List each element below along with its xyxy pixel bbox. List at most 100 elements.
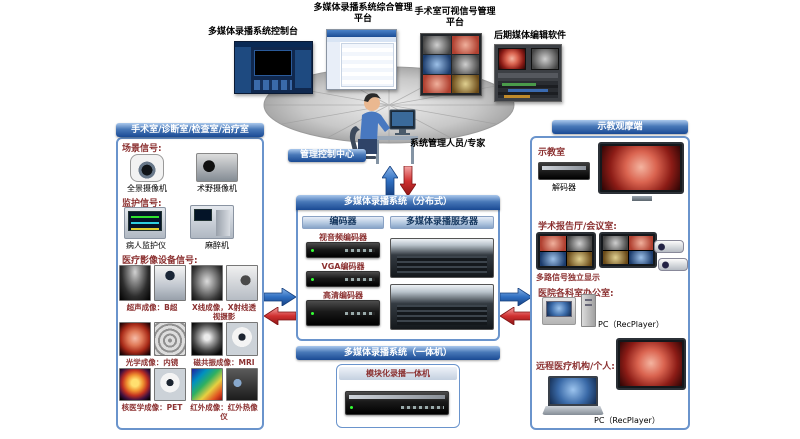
- allinone-box: 模块化录播一体机: [336, 364, 460, 428]
- arrow-right-to-center: [500, 307, 532, 325]
- screenshot-detail: [502, 83, 536, 86]
- vga-encoder-image: [306, 271, 380, 287]
- xray-machine-image: [226, 265, 258, 301]
- post-edit-label: 后期媒体编辑软件: [493, 31, 566, 41]
- multi-signal-note: 多路信号独立显示: [536, 273, 600, 282]
- console-app-label: 多媒体录播系统控制台: [207, 27, 298, 37]
- remote-laptop-base: [542, 406, 604, 415]
- screen-cell: [628, 250, 653, 264]
- arrow-center-to-right: [500, 288, 532, 306]
- server-vents: [397, 256, 487, 273]
- monitor-stand: [632, 196, 652, 201]
- server-vents: [397, 304, 487, 325]
- resp-line: [131, 228, 159, 230]
- viewing-panel-title: 示教观摩端: [552, 120, 688, 134]
- console-screenshot: [234, 41, 313, 94]
- patient-monitor-screen: [128, 211, 162, 231]
- patient-monitor-image: [124, 207, 166, 239]
- recording-server-image-1: [390, 238, 494, 278]
- office-pc-tower: [581, 294, 596, 327]
- encoder-led: [311, 311, 314, 315]
- edit-software-screenshot: [494, 44, 562, 102]
- xray-image: [191, 265, 223, 301]
- field-camera-label: 术野摄像机: [197, 184, 237, 193]
- arrow-down-from-control-center: [400, 166, 416, 196]
- panoramic-camera-label: 全景摄像机: [127, 184, 167, 193]
- ecg-line: [131, 216, 159, 218]
- integrated-mgmt-label: 多媒体录播系统综合管理平台: [313, 3, 413, 24]
- screen-cell: [566, 251, 592, 266]
- screenshot-detail: [498, 48, 526, 70]
- pet-image: [119, 368, 151, 401]
- screenshot-detail: [498, 81, 558, 98]
- office-title: 医院各科室办公室:: [538, 289, 614, 299]
- vga-encoder-label: VGA编码器: [321, 262, 365, 271]
- hd-encoder-image: [306, 300, 380, 326]
- ultrasound-label: 超声成像：B超: [126, 303, 178, 312]
- ultrasound-image: [119, 265, 151, 301]
- encoder-column-header: 编码器: [302, 216, 384, 229]
- screenshot-detail: [295, 50, 311, 88]
- recording-server-image-2: [390, 284, 494, 330]
- screen-cell: [603, 250, 628, 264]
- mri-scanner-image: [226, 322, 258, 356]
- decoder-image: [538, 162, 590, 180]
- or-platform-screenshot: [420, 33, 482, 96]
- field-camera-image: [196, 153, 238, 182]
- teaching-room-monitor: [598, 142, 684, 194]
- projector-icon-1: [654, 240, 684, 253]
- remote-pc-label: PC（RecPlayer）: [594, 416, 660, 425]
- office-crt-screen: [546, 301, 572, 317]
- patient-monitor-label: 病人监护仪: [126, 241, 166, 250]
- monitoring-signal-title: 监护信号:: [122, 199, 162, 209]
- or-visual-label: 手术室可视信号管理平台: [414, 7, 496, 28]
- server-column-header: 多媒体录播服务器: [390, 216, 494, 229]
- mri-image: [191, 322, 223, 356]
- screenshot-detail: [341, 43, 394, 87]
- screenshot-detail: [423, 36, 451, 55]
- encoder-ports: [401, 406, 444, 410]
- screen-cell: [603, 236, 628, 250]
- allinone-title: 多媒体录播系统（一体机）: [296, 346, 500, 360]
- operator-label: 系统管理人员/专家: [410, 139, 486, 149]
- optical-label: 光学成像：内镜: [125, 358, 179, 367]
- anesthesia-machine-image: [190, 205, 234, 239]
- arrow-up-to-control-center: [382, 166, 398, 196]
- anesthesia-machine-label: 麻醉机: [205, 241, 229, 250]
- mri-label: 磁共振成像：MRI: [193, 358, 255, 367]
- endoscope-device-image: [154, 322, 186, 356]
- laptop-screen-content: [550, 378, 596, 404]
- scene-signal-title: 场景信号:: [122, 144, 162, 154]
- tower-slot: [585, 304, 592, 306]
- screenshot-detail: [327, 30, 396, 37]
- arrow-center-to-left: [264, 307, 296, 325]
- encoder-led: [350, 406, 353, 410]
- encoder-led: [311, 278, 314, 282]
- screenshot-detail: [451, 36, 479, 55]
- allinone-front-strip: [349, 395, 445, 399]
- screenshot-detail: [423, 74, 451, 93]
- screenshot-detail: [423, 55, 451, 74]
- lecture-hall-monitor-1: [536, 232, 596, 270]
- screen-cell: [540, 251, 566, 266]
- screenshot-detail: [508, 89, 548, 92]
- screenshot-detail: [531, 48, 559, 70]
- arrow-left-to-center: [264, 288, 296, 306]
- infrared-camera-image: [226, 368, 258, 401]
- control-center-banner: 管理控制中心: [288, 149, 366, 162]
- screenshot-detail: [451, 74, 479, 93]
- remote-title: 远程医疗机构/个人:: [536, 362, 615, 372]
- mgmt-platform-screenshot: [326, 29, 397, 90]
- teaching-monitor-screen: [602, 146, 680, 190]
- multi-view-screen: [540, 236, 592, 266]
- encoder-ports: [344, 278, 375, 282]
- screen-cell: [540, 236, 566, 251]
- screen-cell: [566, 236, 592, 251]
- encoder-ports: [344, 249, 375, 253]
- pet-label: 核医学成像：PET: [121, 403, 183, 412]
- decoder-label: 解码器: [552, 183, 576, 192]
- source-rooms-title: 手术室/诊断室/检查室/治疗室: [116, 123, 264, 137]
- operator-clipart: [349, 93, 418, 164]
- xray-label: X线成像，X射线透视摄影: [191, 303, 257, 321]
